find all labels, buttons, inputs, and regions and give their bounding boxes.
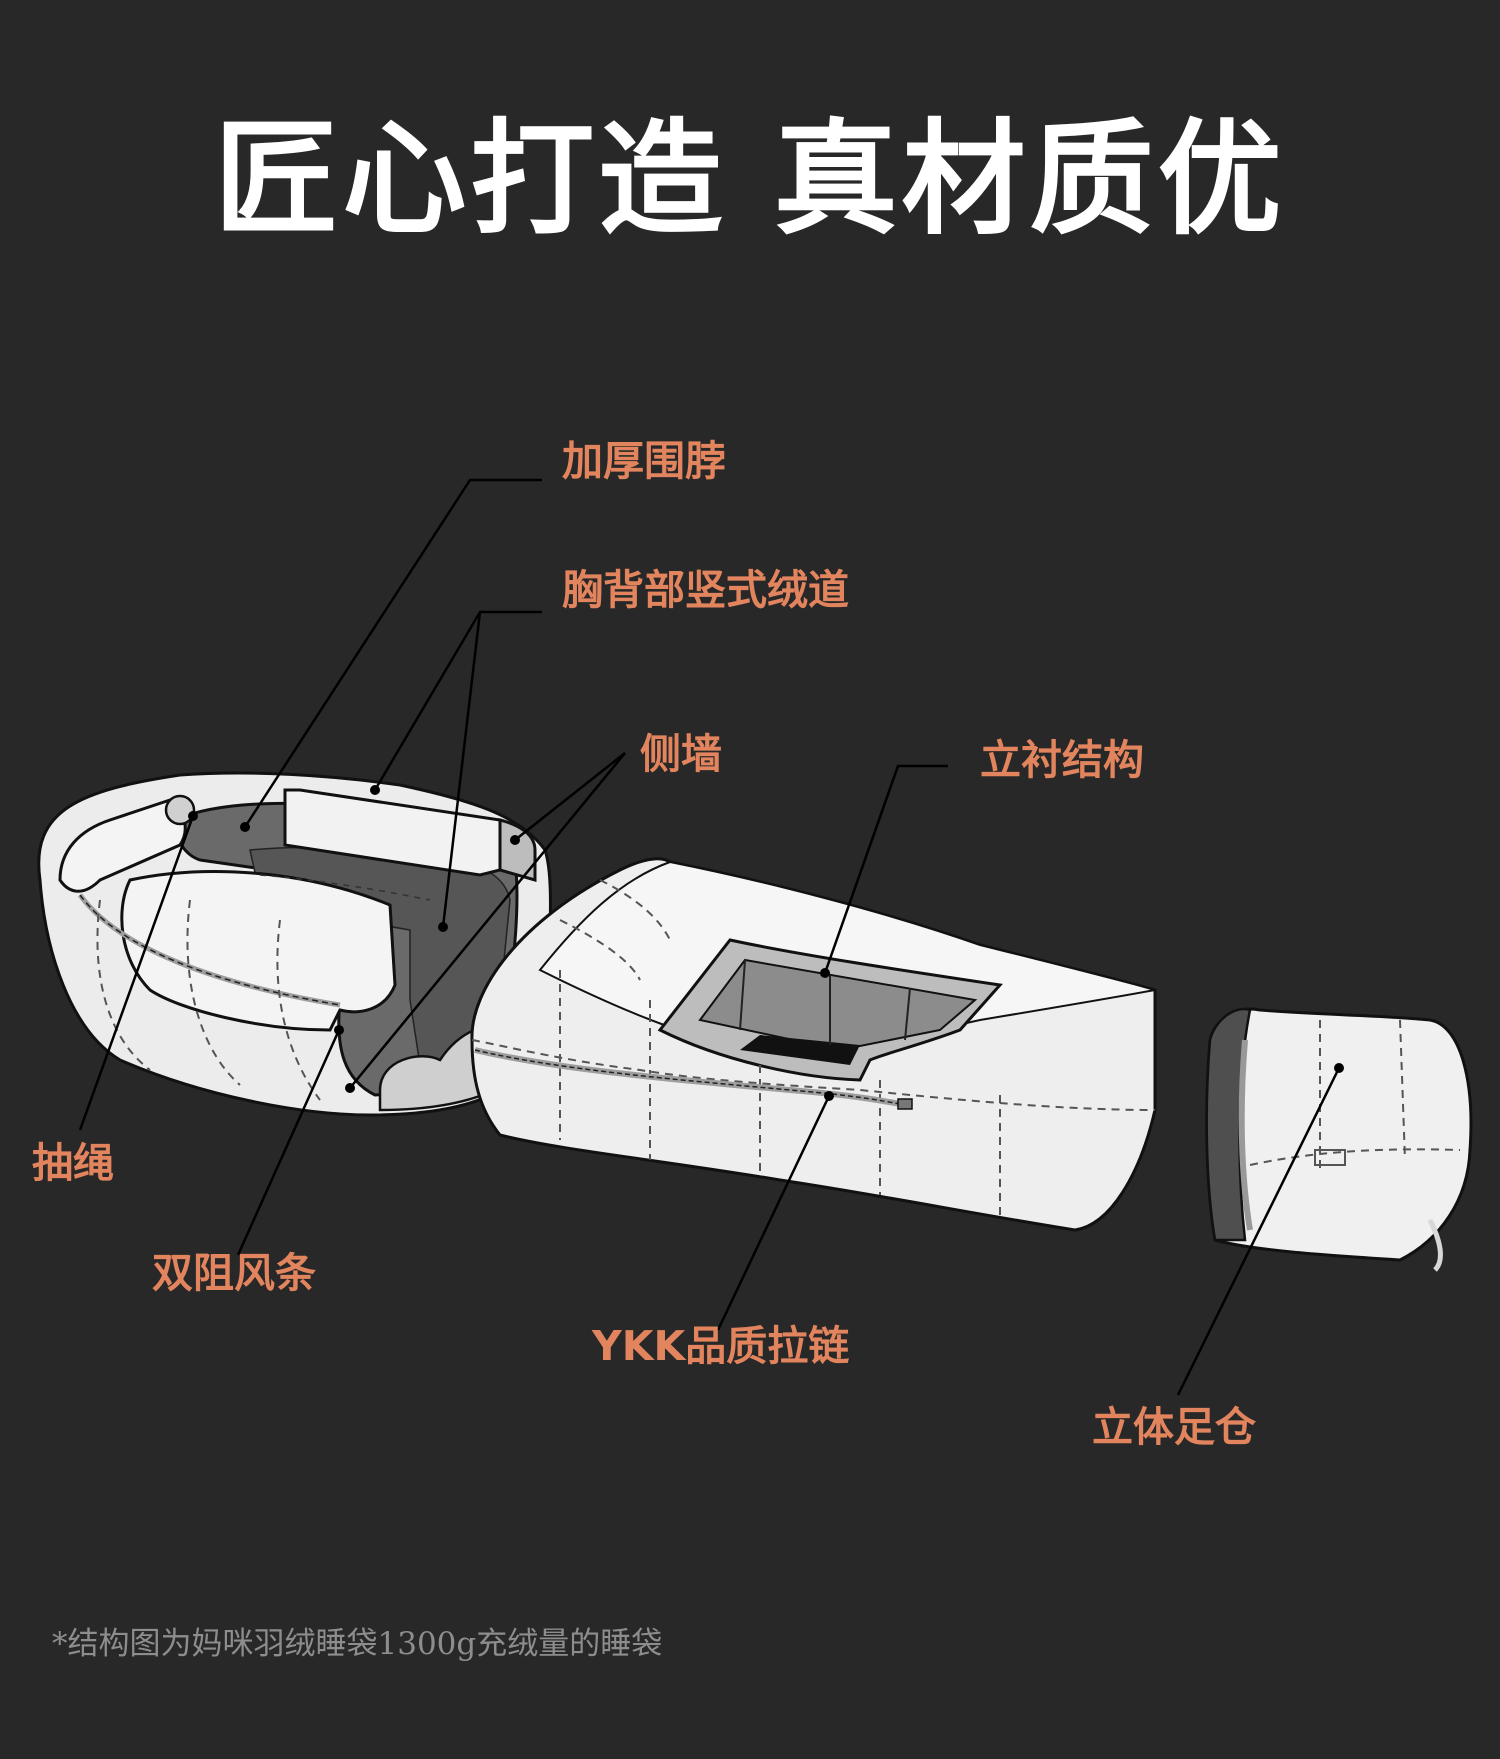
leader-box-baffle: [823, 764, 948, 974]
leader-side-wall-a: [514, 752, 626, 841]
label-side-wall: 侧墙: [640, 730, 722, 778]
label-footbox: 立体足仓: [1092, 1403, 1256, 1451]
leader-thick-collar: [243, 478, 542, 828]
label-box-baffle: 立衬结构: [980, 736, 1144, 784]
label-zipper: YKK品质拉链: [592, 1322, 850, 1370]
leader-vertical-baffles-a: [373, 610, 542, 791]
leader-footbox: [1176, 1067, 1341, 1396]
leader-side-wall-b: [349, 752, 626, 1089]
leader-zipper: [716, 1095, 831, 1331]
label-drawcord: 抽绳: [32, 1139, 114, 1187]
label-thick-collar: 加厚围脖: [562, 437, 726, 485]
leader-vertical-baffles-b: [441, 611, 482, 928]
label-vertical-baffles: 胸背部竖式绒道: [562, 566, 849, 614]
leader-draft-tube: [236, 1029, 341, 1256]
label-draft-tube: 双阻风条: [152, 1249, 316, 1297]
middle-section: [470, 857, 1157, 1232]
leader-dots: [188, 785, 1344, 1101]
leader-drawcord: [78, 815, 195, 1131]
footnote: *结构图为妈咪羽绒睡袋1300g充绒量的睡袋: [52, 1626, 663, 1662]
leader-lines: [78, 478, 1341, 1396]
footbox-section: [1205, 1007, 1473, 1272]
page-title: 匠心打造 真材质优: [214, 108, 1286, 252]
